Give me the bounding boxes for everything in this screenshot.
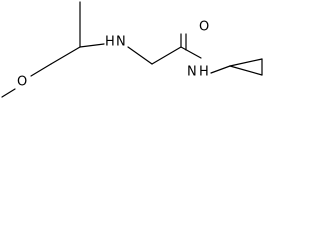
chemical-structure-diagram: O H N O N H [1,1,263,98]
atom-labels: O H N O N H [17,20,209,90]
amine-h-label: H [105,35,115,50]
bond-methyl-methoxy-oxygen [1,88,16,98]
amide-n-label: N [187,65,197,80]
bond-amine-nitrogen-ch2 [127,46,153,65]
amide-h-label: H [199,65,209,80]
bonds [1,1,263,98]
carbonyl-oxygen-label: O [199,20,209,35]
bond-cyclopropyl-a [229,58,263,67]
bond-ch2-carbonyl-carbon [151,46,182,65]
bond-ch2-ch [50,46,81,65]
bond-amide-nitrogen-cyclopropyl [210,65,231,74]
bond-methoxy-oxygen-ch2 [30,63,52,77]
amine-n-label: N [116,35,126,50]
bond-ch-amine-nitrogen [79,43,105,48]
bond-cyclopropyl-b [229,65,263,76]
methoxy-oxygen-label: O [17,75,27,90]
bond-carbonyl-amide-nitrogen [180,46,202,59]
